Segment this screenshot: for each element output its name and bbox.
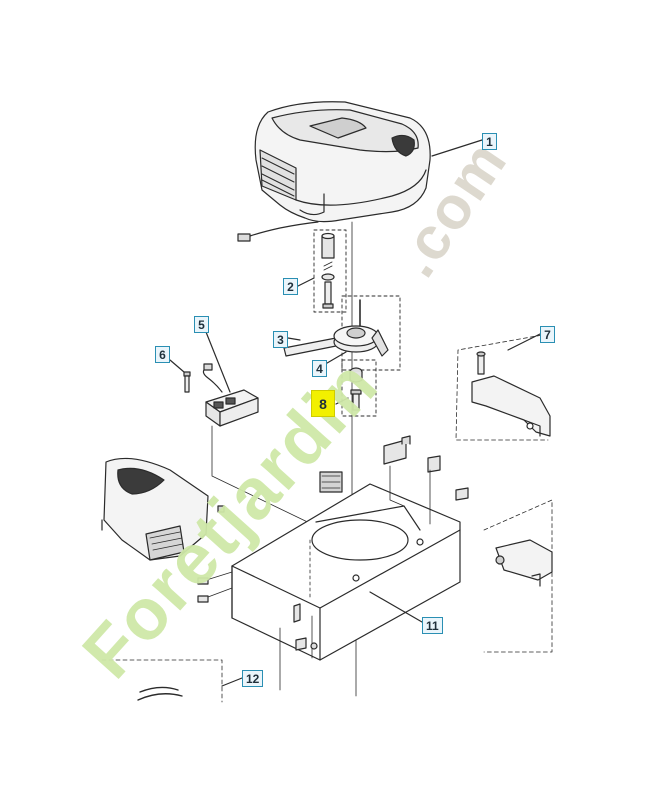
callout-3: 3 bbox=[273, 331, 288, 348]
leader-2 bbox=[297, 277, 315, 287]
callout-4: 4 bbox=[312, 360, 327, 377]
engine-housing bbox=[237, 101, 431, 242]
leader-8 bbox=[335, 397, 349, 405]
leader-5 bbox=[205, 331, 231, 393]
callout-1: 1 bbox=[482, 133, 497, 150]
callout-5: 5 bbox=[194, 316, 209, 333]
callout-2: 2 bbox=[283, 278, 298, 295]
rear-shield bbox=[101, 457, 225, 561]
leader-11 bbox=[369, 591, 423, 623]
callout-7: 7 bbox=[540, 326, 555, 343]
callout-11: 11 bbox=[422, 617, 443, 634]
bolt-nut-assembly bbox=[341, 359, 377, 417]
callout-12: 12 bbox=[242, 670, 264, 687]
right-lower-bracket bbox=[483, 499, 553, 653]
callout-8-highlighted: 8 bbox=[311, 390, 335, 417]
leader-12 bbox=[221, 677, 243, 687]
bracket-assembly bbox=[455, 333, 551, 441]
leader-3 bbox=[287, 337, 301, 341]
spacer-bolt-assembly bbox=[313, 229, 347, 313]
switch-box bbox=[202, 363, 321, 529]
leader-6 bbox=[169, 359, 185, 373]
main-frame bbox=[197, 435, 469, 697]
pulley-assembly bbox=[283, 295, 401, 371]
leader-7 bbox=[507, 333, 541, 351]
screw-6 bbox=[183, 371, 191, 393]
callout-6: 6 bbox=[155, 346, 170, 363]
leader-1 bbox=[431, 139, 483, 157]
lower-left-region bbox=[101, 659, 223, 703]
